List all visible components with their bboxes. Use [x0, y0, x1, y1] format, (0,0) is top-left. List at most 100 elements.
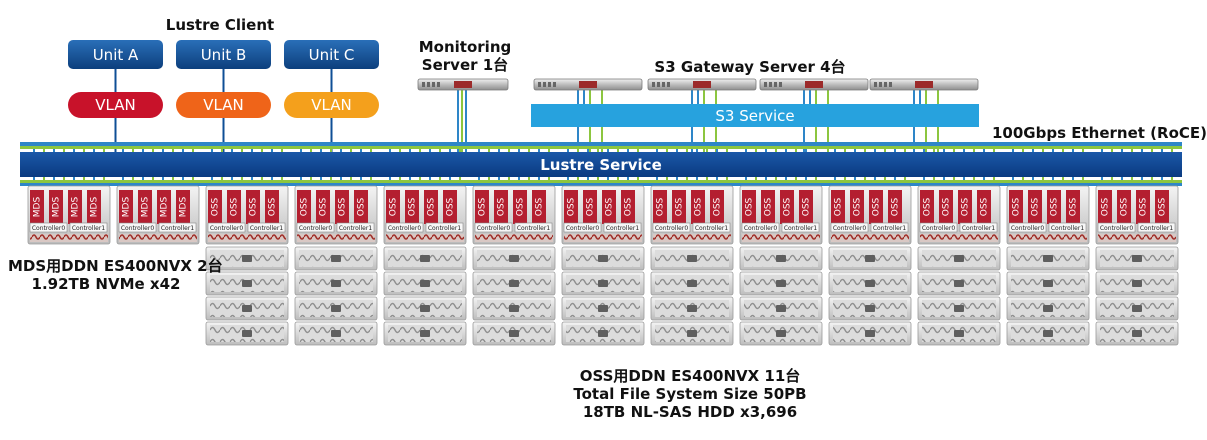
- server-vent: [422, 82, 425, 87]
- node-block: [227, 190, 241, 224]
- nvme-drive-strip: [1009, 234, 1087, 242]
- node-block: [494, 190, 508, 224]
- node-block: [1009, 190, 1023, 224]
- controller-0-label: Controller0: [833, 225, 867, 232]
- node-label: OSS: [230, 197, 240, 216]
- vlan-pill-b: [176, 92, 271, 118]
- controller-1-box: [870, 222, 909, 233]
- node-block: [920, 190, 934, 224]
- nvme-drive-strip: [742, 234, 820, 242]
- ethernet-rail-blue-lower: [20, 183, 1182, 186]
- node-block: [532, 190, 546, 224]
- controller-1-box: [69, 222, 108, 233]
- enclosure-handle: [509, 255, 519, 262]
- node-block: [602, 190, 616, 224]
- controller-1-label: Controller1: [1051, 225, 1085, 232]
- enclosure-handle: [954, 280, 964, 287]
- controller-0-label: Controller0: [477, 225, 511, 232]
- nvme-drive-strip: [653, 234, 731, 242]
- node-block: [977, 190, 991, 224]
- enclosure-handle: [509, 330, 519, 337]
- node-block: [443, 190, 457, 224]
- enclosure-handle: [242, 280, 252, 287]
- enclosure-handle: [420, 305, 430, 312]
- node-block: [564, 190, 578, 224]
- node-label: OSS: [1069, 197, 1079, 216]
- client-unit-b: Unit B VLAN: [176, 40, 271, 118]
- controller-1-box: [336, 222, 375, 233]
- node-block: [30, 190, 44, 224]
- monitoring-server: [417, 78, 509, 91]
- server-vent: [548, 82, 551, 87]
- ethernet-fabric: [20, 142, 1182, 186]
- vlan-pill-a: [68, 92, 163, 118]
- controller-0-label: Controller0: [1100, 225, 1134, 232]
- controller-1-box: [425, 222, 464, 233]
- node-block: [653, 190, 667, 224]
- enclosure-handle: [1043, 330, 1053, 337]
- enclosure-handle: [865, 280, 875, 287]
- server-vent: [879, 82, 882, 87]
- node-block: [265, 190, 279, 224]
- node-label: OSS: [783, 197, 793, 216]
- enclosure-handle: [598, 330, 608, 337]
- controller-0-box: [207, 222, 246, 233]
- enclosure-handle: [242, 255, 252, 262]
- enclosure-handle: [1043, 280, 1053, 287]
- node-block: [799, 190, 813, 224]
- node-label: OSS: [586, 197, 596, 216]
- unit-a-label: Unit A: [93, 46, 139, 64]
- node-label: OSS: [624, 197, 634, 216]
- nvme-drive-strip: [475, 234, 553, 242]
- client-unit-a: Unit A VLAN: [68, 40, 163, 118]
- server-vent: [667, 82, 670, 87]
- controller-0-box: [296, 222, 335, 233]
- controller-1-label: Controller1: [1140, 225, 1174, 232]
- unit-b-label: Unit B: [201, 46, 247, 64]
- node-label: OSS: [268, 197, 278, 216]
- enclosure-handle: [420, 330, 430, 337]
- node-block: [157, 190, 171, 224]
- vlan-pill-c: [284, 92, 379, 118]
- node-block: [87, 190, 101, 224]
- node-block: [1136, 190, 1150, 224]
- node-block: [958, 190, 972, 224]
- enclosure-handle: [598, 280, 608, 287]
- node-label: OSS: [1158, 197, 1168, 216]
- node-block: [1047, 190, 1061, 224]
- node-label: OSS: [478, 197, 488, 216]
- node-label: OSS: [1031, 197, 1041, 216]
- node-label: OSS: [300, 197, 310, 216]
- node-label: OSS: [942, 197, 952, 216]
- controller-1-label: Controller1: [517, 225, 551, 232]
- node-label: OSS: [338, 197, 348, 216]
- node-label: OSS: [891, 197, 901, 216]
- node-label: MDS: [179, 197, 189, 218]
- s3-gateway-server-3: [759, 78, 869, 91]
- server-vent: [779, 82, 782, 87]
- controller-1-box: [514, 222, 553, 233]
- controller-0-box: [1097, 222, 1136, 233]
- unit-c-label: Unit C: [309, 46, 355, 64]
- node-label: MDS: [141, 197, 151, 218]
- node-block: [354, 190, 368, 224]
- controller-0-label: Controller0: [1011, 225, 1045, 232]
- monitoring-label-line2: Server 1台: [421, 56, 509, 74]
- vlan-c-label: VLAN: [311, 96, 351, 114]
- node-label: OSS: [408, 197, 418, 216]
- node-label: OSS: [211, 197, 221, 216]
- lustre-service-bar: Lustre Service: [20, 152, 1182, 177]
- node-label: OSS: [1050, 197, 1060, 216]
- node-label: OSS: [427, 197, 437, 216]
- server-vent: [774, 82, 777, 87]
- server-vent: [427, 82, 430, 87]
- node-label: OSS: [713, 197, 723, 216]
- enclosure-handle: [954, 255, 964, 262]
- controller-0-box: [919, 222, 958, 233]
- controller-0-label: Controller0: [388, 225, 422, 232]
- controller-1-box: [247, 222, 286, 233]
